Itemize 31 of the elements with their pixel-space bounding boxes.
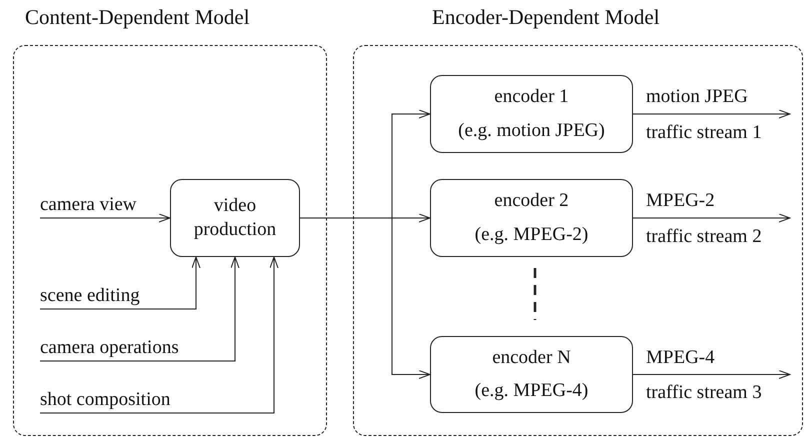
edge-label: motion JPEG: [646, 86, 748, 108]
arrow: [632, 214, 790, 222]
box-title: encoder 2: [494, 189, 569, 213]
group-title: Content-Dependent Model: [25, 4, 250, 30]
stream-label: traffic stream 2: [646, 226, 762, 248]
process-box: [430, 179, 633, 257]
box-title: encoder 1: [494, 85, 569, 109]
edge-label: MPEG-2: [646, 190, 715, 212]
process-box: [430, 336, 633, 413]
arrow: [40, 256, 200, 310]
arrow: [300, 218, 430, 379]
arrow: [40, 256, 278, 414]
input-label: scene editing: [40, 285, 140, 307]
edge-label: MPEG-4: [646, 346, 715, 368]
arrow: [40, 214, 170, 222]
group-title: Encoder-Dependent Model: [432, 4, 660, 30]
arrow: [632, 370, 790, 379]
box-title: encoder N: [492, 346, 571, 370]
box-title: video production: [192, 194, 278, 242]
arrow: [40, 256, 240, 362]
box-subtitle: (e.g. MPEG-2): [474, 223, 588, 247]
input-label: shot composition: [40, 389, 170, 411]
box-subtitle: (e.g. MPEG-4): [474, 379, 588, 404]
arrow: [632, 110, 790, 118]
input-label: camera view: [40, 194, 137, 216]
stream-label: traffic stream 1: [646, 122, 762, 144]
process-box: [430, 75, 633, 153]
process-box: [170, 179, 300, 257]
stream-label: traffic stream 3: [646, 382, 762, 404]
input-label: camera operations: [40, 337, 179, 359]
box-subtitle: (e.g. motion JPEG): [458, 119, 605, 143]
